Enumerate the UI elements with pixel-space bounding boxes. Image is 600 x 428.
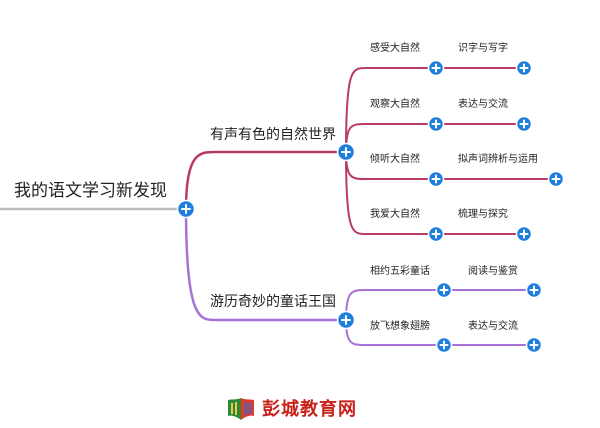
plus-icon bbox=[519, 229, 529, 239]
expand-button-b1-l2[interactable] bbox=[515, 115, 533, 133]
book-stack-logo-icon bbox=[228, 398, 254, 420]
plus-icon bbox=[529, 285, 539, 295]
plus-icon bbox=[519, 119, 529, 129]
plus-icon bbox=[519, 63, 529, 73]
branch-1-connector bbox=[184, 150, 346, 210]
plus-icon bbox=[431, 174, 441, 184]
plus-icon bbox=[341, 315, 351, 325]
node-b1-l4-label: 梳理与探究 bbox=[458, 207, 508, 220]
plus-icon bbox=[439, 285, 449, 295]
plus-icon bbox=[529, 340, 539, 350]
branch-2-subconnectors bbox=[345, 289, 534, 346]
node-b2-s2-label: 放飞想象翅膀 bbox=[370, 319, 430, 332]
plus-icon bbox=[439, 340, 449, 350]
connector-b1-s2 bbox=[345, 123, 436, 153]
node-b1-s3-label: 倾听大自然 bbox=[370, 152, 420, 165]
node-b1-s2-label: 观察大自然 bbox=[370, 97, 420, 110]
plus-icon bbox=[341, 147, 351, 157]
node-b2-l2-label: 表达与交流 bbox=[468, 319, 518, 332]
node-b2-s1-label: 相约五彩童话 bbox=[370, 264, 430, 277]
connector-b1-s4 bbox=[345, 151, 436, 235]
root-label: 我的语文学习新发现 bbox=[14, 181, 167, 201]
expand-button-b2-s1[interactable] bbox=[435, 281, 453, 299]
expand-button-b1-s1[interactable] bbox=[427, 59, 445, 77]
watermark: 彭城教育网 bbox=[226, 393, 357, 423]
expand-button-b1-s4[interactable] bbox=[427, 225, 445, 243]
connector-b1-s1 bbox=[345, 67, 436, 153]
node-b1-l1-label: 识字与写字 bbox=[458, 41, 508, 54]
expand-button-b1-l1[interactable] bbox=[515, 59, 533, 77]
watermark-text: 彭城教育网 bbox=[262, 399, 357, 420]
branch-2-label: 游历奇妙的童话王国 bbox=[210, 293, 336, 310]
expand-button-b2-s2[interactable] bbox=[435, 336, 453, 354]
node-b1-s1-label: 感受大自然 bbox=[370, 41, 420, 54]
expand-button-b1-s2[interactable] bbox=[427, 115, 445, 133]
expand-button-b2-l2[interactable] bbox=[525, 336, 543, 354]
branch-2-connector bbox=[184, 208, 346, 322]
plus-icon bbox=[431, 119, 441, 129]
branch-1-label: 有声有色的自然世界 bbox=[210, 126, 336, 143]
connector-b2-s1 bbox=[345, 289, 444, 321]
plus-icon bbox=[431, 229, 441, 239]
node-b2-l1-label: 阅读与鉴赏 bbox=[468, 264, 518, 277]
expand-button-b1-l4[interactable] bbox=[515, 225, 533, 243]
node-b1-l2-label: 表达与交流 bbox=[458, 97, 508, 110]
expand-button-root[interactable] bbox=[176, 199, 196, 219]
plus-icon bbox=[181, 204, 191, 214]
node-b1-s4-label: 我爱大自然 bbox=[370, 207, 420, 220]
plus-icon bbox=[431, 63, 441, 73]
expand-button-b1-s3[interactable] bbox=[427, 170, 445, 188]
expand-button-b1-l3[interactable] bbox=[547, 170, 565, 188]
expand-button-b2-l1[interactable] bbox=[525, 281, 543, 299]
plus-icon bbox=[551, 174, 561, 184]
expand-button-branch-1[interactable] bbox=[336, 142, 356, 162]
expand-button-branch-2[interactable] bbox=[336, 310, 356, 330]
node-b1-l3-label: 拟声词辨析与运用 bbox=[458, 152, 538, 165]
